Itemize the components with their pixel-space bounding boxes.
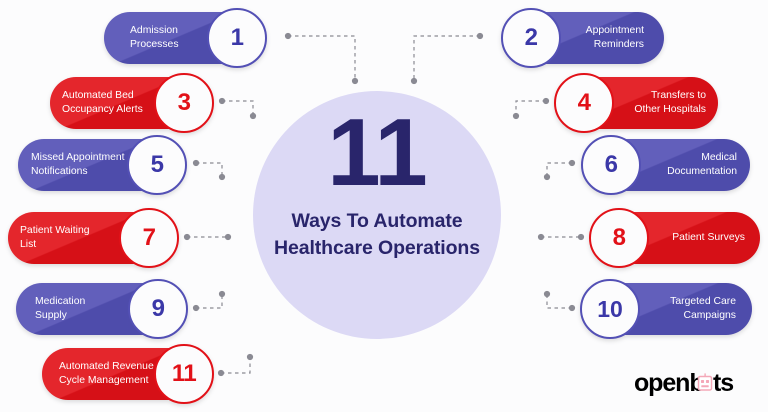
item-pill-11[interactable]: Automated Revenue Cycle Management 11	[42, 344, 214, 404]
item-badge-11: 11	[154, 344, 214, 404]
item-label-10: Targeted Care Campaigns	[670, 296, 736, 321]
item-badge-2: 2	[501, 8, 561, 68]
item-label-6: Medical Documentation	[667, 152, 737, 177]
item-pill-5[interactable]: Missed Appointment Notifications 5	[18, 135, 187, 195]
item-pill-9[interactable]: Medication Supply 9	[16, 279, 188, 339]
item-number-7: 7	[142, 224, 156, 251]
item-number-11: 11	[171, 360, 197, 387]
item-number-5: 5	[150, 151, 164, 178]
item-number-2: 2	[524, 24, 538, 51]
item-label-4: Transfers to Other Hospitals	[634, 90, 706, 115]
item-pill-6[interactable]: Medical Documentation 6	[581, 135, 750, 195]
item-label-11: Automated Revenue Cycle Management	[59, 361, 154, 386]
item-label-2: Appointment Reminders	[585, 25, 644, 50]
item-badge-9: 9	[128, 279, 188, 339]
item-badge-3: 3	[154, 73, 214, 133]
item-label-9: Medication Supply	[35, 296, 86, 321]
item-number-8: 8	[612, 224, 626, 251]
item-badge-4: 4	[554, 73, 614, 133]
item-label-5: Missed Appointment Notifications	[31, 152, 125, 177]
item-badge-7: 7	[119, 208, 179, 268]
center-title: Ways To Automate Healthcare Operations	[274, 210, 480, 260]
item-number-4: 4	[577, 89, 591, 116]
svg-text:openb: openb	[634, 369, 704, 397]
item-label-8: Patient Surveys	[672, 232, 745, 244]
item-badge-10: 10	[580, 279, 640, 339]
svg-text:ts: ts	[713, 369, 733, 397]
item-number-1: 1	[230, 24, 244, 51]
item-badge-8: 8	[589, 208, 649, 268]
item-badge-6: 6	[581, 135, 641, 195]
center-number: 11	[327, 99, 427, 206]
item-pill-8[interactable]: Patient Surveys 8	[589, 208, 760, 268]
item-pill-10[interactable]: Targeted Care Campaigns 10	[580, 279, 752, 339]
item-pill-1[interactable]: Admission Processes 1	[104, 8, 267, 68]
openbots-logo: openb ts	[634, 368, 746, 398]
item-label-3: Automated Bed Occupancy Alerts	[62, 90, 143, 115]
item-number-10: 10	[597, 295, 623, 322]
item-number-3: 3	[177, 89, 191, 116]
robot-head-icon	[697, 373, 713, 391]
item-label-1: Admission Processes	[130, 25, 179, 50]
item-pill-7[interactable]: Patient Waiting List 7	[8, 208, 179, 268]
item-pill-3[interactable]: Automated Bed Occupancy Alerts 3	[50, 73, 214, 133]
item-number-9: 9	[151, 295, 165, 322]
item-pill-2[interactable]: Appointment Reminders 2	[501, 8, 664, 68]
item-pill-4[interactable]: Transfers to Other Hospitals 4	[554, 73, 718, 133]
item-badge-5: 5	[127, 135, 187, 195]
logo-wordmark-svg: openb ts	[634, 369, 734, 397]
item-badge-1: 1	[207, 8, 267, 68]
item-number-6: 6	[604, 151, 618, 178]
center-circle: 11 Ways To Automate Healthcare Operation…	[253, 91, 501, 339]
item-label-7: Patient Waiting List	[20, 225, 90, 250]
